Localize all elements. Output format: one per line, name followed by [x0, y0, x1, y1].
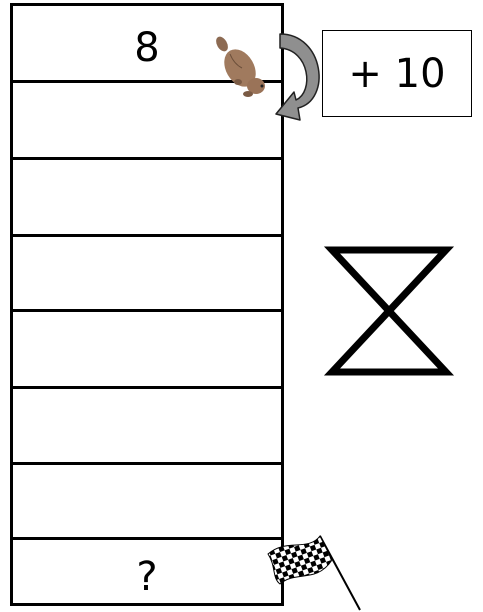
ladder-rung	[10, 234, 284, 237]
curved-arrow-icon	[272, 28, 328, 126]
beaver-icon	[212, 34, 272, 104]
ladder-rung	[10, 603, 284, 606]
ladder-rung	[10, 309, 284, 312]
operation-label: + 10	[348, 51, 445, 97]
ladder-rung	[10, 462, 284, 465]
ladder-rung	[10, 537, 284, 540]
ladder-rung	[10, 386, 284, 389]
operation-box: + 10	[322, 30, 472, 117]
ladder-rung	[10, 3, 284, 6]
checkered-flag-icon	[262, 532, 362, 612]
ladder-rung	[10, 157, 284, 160]
unknown-value-input[interactable]: ?	[10, 557, 284, 597]
hourglass-icon	[324, 244, 454, 374]
